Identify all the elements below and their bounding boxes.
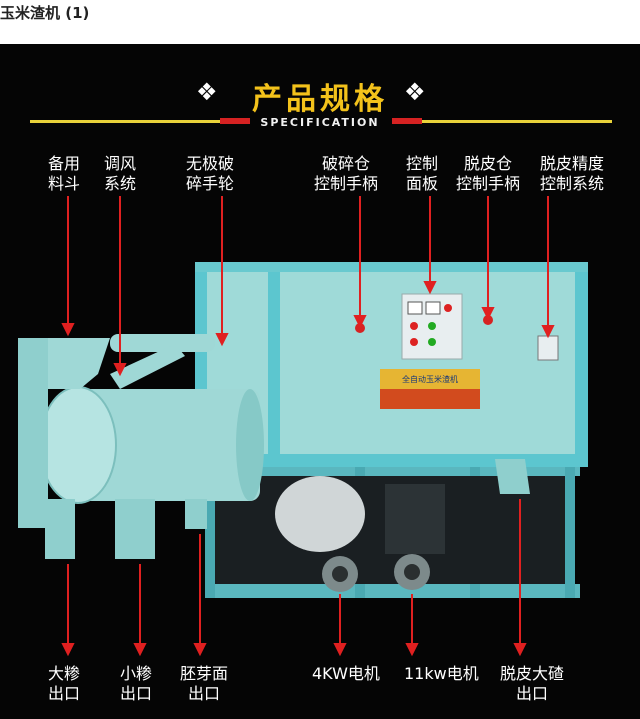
label-germ-outlet: 胚芽面出口 bbox=[180, 664, 229, 703]
label-air-system: 调风系统 bbox=[104, 154, 137, 193]
label-peeled-grit-outlet: 脱皮大碴出口 bbox=[500, 664, 565, 703]
divider-left bbox=[30, 120, 250, 123]
machine-illustration: 全自动玉米渣机 bbox=[18, 196, 588, 657]
label-control-panel: 控制面板 bbox=[406, 154, 439, 193]
label-precision-system: 脱皮精度控制系统 bbox=[540, 154, 605, 193]
label-small-grit-outlet: 小糁出口 bbox=[120, 664, 153, 703]
callout-arrows bbox=[61, 196, 555, 657]
poster-heading: 产品规格 bbox=[252, 82, 388, 117]
precision-control-box bbox=[537, 335, 559, 361]
divider-right-accent bbox=[392, 118, 422, 124]
top-bar: 玉米渣机 (1) bbox=[0, 0, 640, 44]
label-large-grit-outlet: 大糁出口 bbox=[48, 664, 81, 703]
brand-plate-text: 全自动玉米渣机 bbox=[402, 374, 458, 384]
germ-outlet bbox=[185, 499, 207, 529]
label-backup-hopper: 备用料斗 bbox=[48, 154, 81, 193]
backup-hopper bbox=[18, 338, 110, 528]
label-crush-handwheel: 无极破碎手轮 bbox=[186, 154, 235, 193]
product-poster: ❖ ❖ 产品规格 SPECIFICATION bbox=[0, 44, 640, 719]
ornament-right-icon: ❖ bbox=[404, 78, 426, 106]
ornament-left-icon: ❖ bbox=[196, 78, 218, 106]
brand-plate: 全自动玉米渣机 bbox=[380, 369, 480, 409]
large-grit-outlet bbox=[45, 499, 75, 559]
air-duct bbox=[110, 334, 215, 389]
sieve-drum bbox=[39, 386, 264, 504]
label-11kw-motor: 11kw电机 bbox=[404, 664, 479, 683]
label-4kw-motor: 4KW电机 bbox=[312, 664, 380, 683]
page-title: 玉米渣机 (1) bbox=[0, 4, 90, 22]
poster-subtitle: SPECIFICATION bbox=[260, 116, 380, 129]
label-peel-handle: 脱皮仓控制手柄 bbox=[456, 154, 521, 193]
control-panel bbox=[401, 293, 463, 360]
label-crush-handle: 破碎仓控制手柄 bbox=[314, 154, 379, 193]
small-grit-outlet bbox=[115, 499, 155, 559]
motor-11kw bbox=[385, 484, 445, 590]
divider-left-accent bbox=[220, 118, 250, 124]
peeled-grit-outlet bbox=[495, 459, 530, 494]
motor-4kw bbox=[275, 476, 365, 592]
divider-right bbox=[392, 120, 612, 123]
